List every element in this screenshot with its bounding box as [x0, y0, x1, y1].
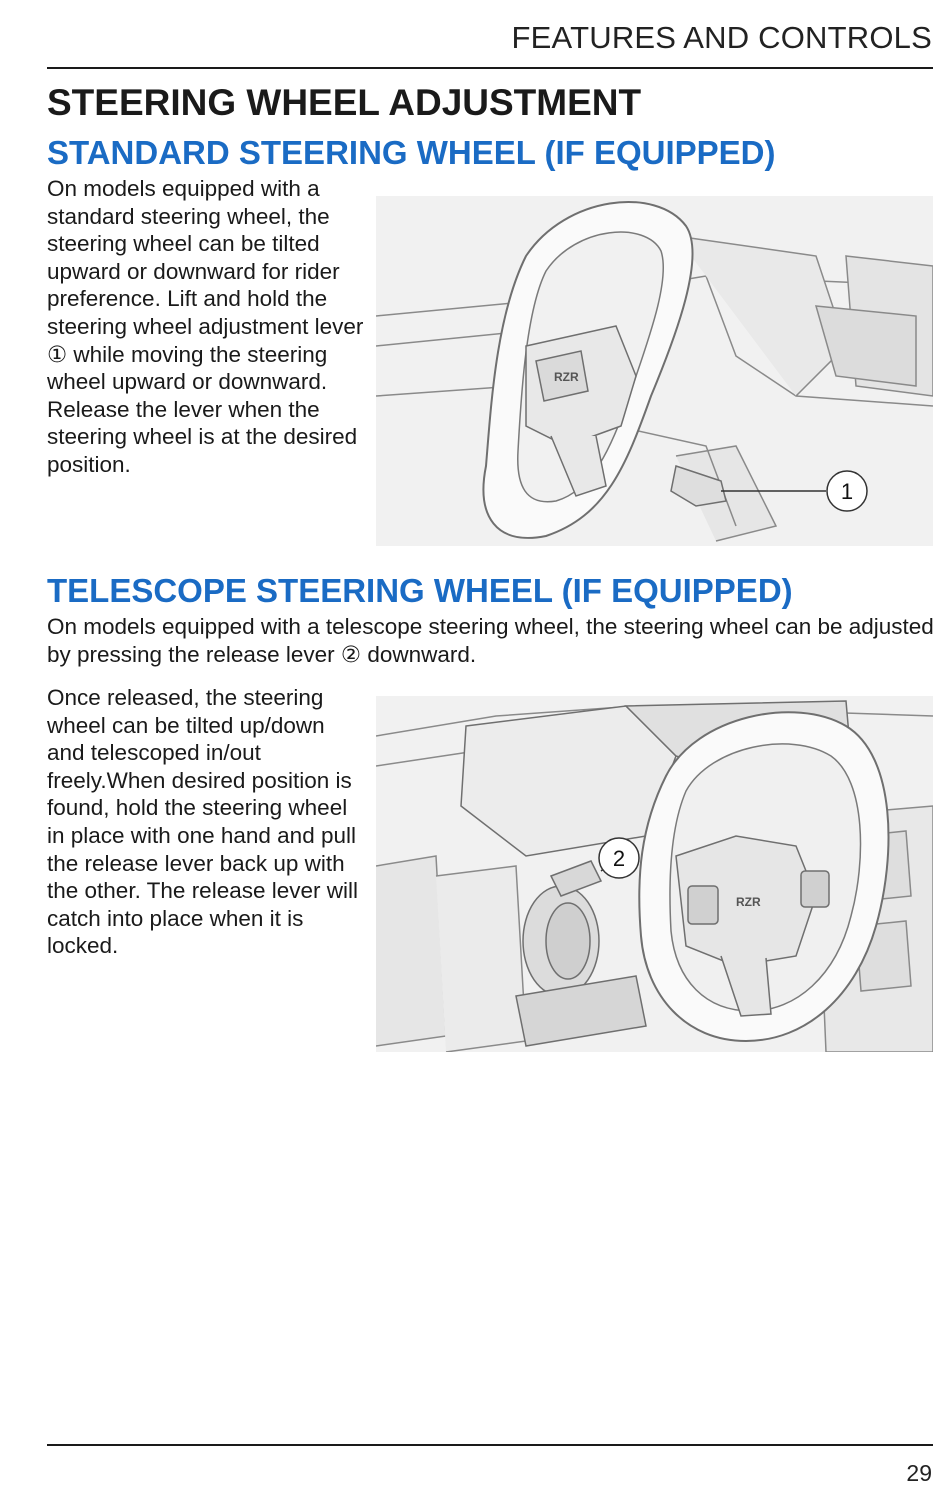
telescope-steering-intro: On models equipped with a telescope stee…	[47, 614, 934, 667]
callout-1-label: 1	[841, 479, 853, 504]
footer-divider	[47, 1444, 933, 1446]
header-divider	[47, 67, 933, 69]
standard-steering-subheading: STANDARD STEERING WHEEL (IF EQUIPPED)	[47, 134, 776, 171]
standard-steering-wheel-illustration: RZR 1	[376, 196, 933, 546]
page-title: STEERING WHEEL ADJUSTMENT	[47, 82, 642, 123]
telescope-steering-wheel-illustration: RZR 2	[376, 696, 933, 1052]
telescope-steering-subheading: TELESCOPE STEERING WHEEL (IF EQUIPPED)	[47, 572, 793, 609]
standard-steering-paragraph: On models equipped with a standard steer…	[47, 176, 364, 477]
page-number: 29	[906, 1460, 932, 1486]
section-header-title: FEATURES AND CONTROLS	[511, 20, 932, 55]
telescope-steering-paragraph: Once released, the steering wheel can be…	[47, 685, 359, 959]
svg-text:RZR: RZR	[736, 895, 761, 909]
svg-text:RZR: RZR	[554, 370, 579, 384]
callout-2-label: 2	[613, 846, 625, 871]
